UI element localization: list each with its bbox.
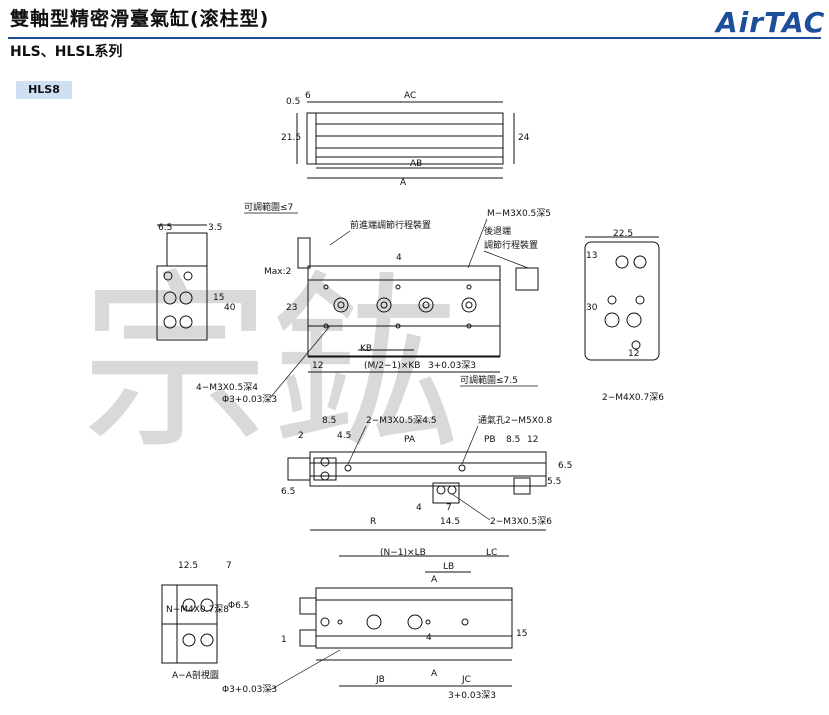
dim-40: 40 [224, 303, 236, 313]
dim-ac: AC [404, 91, 416, 101]
page-title: 雙軸型精密滑臺氣缸(滚柱型) [10, 8, 270, 30]
vent-port: 通氣孔2−M5X0.8 [478, 414, 553, 426]
dim-n-lb: (N−1)×LB [380, 548, 426, 558]
thread-m3-4: 4−M3X0.5深4 [196, 382, 258, 393]
bottom-view-body [315, 587, 513, 649]
dim-7-section: 7 [226, 561, 232, 571]
dim-85: 8.5 [322, 416, 336, 426]
adj-range-75: 可調範圍≤7.5 [460, 374, 518, 386]
dim-215: 21.5 [281, 133, 301, 143]
rear-adjust-label: 調節行程裝置 [484, 239, 538, 251]
dim-85-right: 8.5 [506, 435, 520, 445]
thread-m-m3: M−M3X0.5深5 [487, 208, 551, 219]
dim-05: 0.5 [286, 97, 300, 107]
dim-lb: LB [443, 562, 454, 572]
dim-jc: JC [461, 675, 471, 685]
thread-n-m4: N−M4X0.7深8 [166, 604, 229, 615]
dim-23: 23 [286, 303, 297, 313]
dim-15-bottom: 15 [516, 629, 527, 639]
dim-4: 4 [396, 253, 402, 263]
adj-range-7: 可調範圍≤7 [244, 201, 293, 213]
section-mark-top: A [431, 575, 438, 585]
dim-ab: AB [410, 159, 422, 169]
side-view-body [307, 265, 501, 357]
dim-jb: JB [375, 675, 385, 685]
dim-65-right: 6.5 [558, 461, 572, 471]
dim-m2-kb: (M/2−1)×KB [364, 361, 420, 371]
top-view-body [306, 112, 504, 165]
dim-12-right: 12 [628, 349, 639, 359]
header-rule [8, 37, 821, 39]
model-tag: HLS8 [16, 81, 72, 99]
dim-30: 30 [586, 303, 598, 313]
dim-a: A [400, 178, 407, 188]
dim-225: 22.5 [613, 229, 633, 239]
dim-4-bottom: 4 [426, 633, 432, 643]
dim-pa: PA [404, 435, 416, 445]
front-adjust-label: 前進端調節行程裝置 [350, 219, 431, 231]
pin-hole-phi3: Φ3+0.03深3 [222, 394, 277, 405]
dim-phi65: Φ6.5 [228, 601, 249, 611]
dim-145: 14.5 [440, 517, 460, 527]
thread-m3-6: 2−M3X0.5深6 [490, 516, 552, 527]
dim-2: 2 [298, 431, 304, 441]
dim-6: 6 [305, 91, 311, 101]
dim-r: R [370, 517, 376, 527]
section-mark-bottom: A [431, 669, 438, 679]
dim-12-mid: 12 [527, 435, 538, 445]
dim-lc: LC [486, 548, 497, 558]
dim-pb: PB [484, 435, 496, 445]
dim-4-mid: 4 [416, 503, 422, 513]
dim-15: 15 [213, 293, 224, 303]
thread-m3-45: 2−M3X0.5深4.5 [366, 415, 437, 426]
brand-logo: AirTAC [716, 6, 826, 39]
pin-hole-phi3-bottom: Φ3+0.03深3 [222, 684, 277, 695]
dim-65: 6.5 [158, 223, 172, 233]
section-label: A−A剖視圖 [172, 669, 219, 681]
dim-125: 12.5 [178, 561, 198, 571]
dim-kb: KB [360, 344, 372, 354]
watermark: 宗鈜 [80, 254, 460, 475]
dim-55: 5.5 [547, 477, 561, 487]
dim-3-hole: 3+0.03深3 [428, 360, 476, 371]
thread-m4: 2−M4X0.7深6 [602, 392, 664, 403]
dim-65-left: 6.5 [281, 487, 295, 497]
dim-24: 24 [518, 133, 530, 143]
dim-12: 12 [312, 361, 323, 371]
dim-35: 3.5 [208, 223, 222, 233]
dim-3-hole-bottom: 3+0.03深3 [448, 690, 496, 701]
right-end-view [584, 241, 660, 361]
max-2: Max:2 [264, 267, 291, 277]
dim-7: 7 [446, 503, 452, 513]
series-subtitle: HLS、HLSL系列 [10, 44, 123, 60]
dim-1: 1 [281, 635, 287, 645]
dim-13: 13 [586, 251, 597, 261]
dim-45: 4.5 [337, 431, 351, 441]
rear-end-label: 後退端 [484, 225, 511, 237]
